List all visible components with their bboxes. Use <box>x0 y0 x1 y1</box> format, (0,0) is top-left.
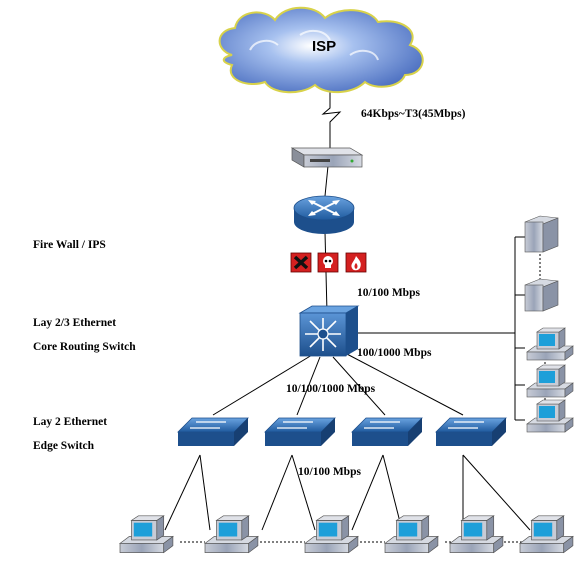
workstation-icon <box>526 364 574 398</box>
edge-switch-2 <box>264 417 336 446</box>
workstation-icon <box>118 515 174 554</box>
core-edge1 <box>212 354 313 416</box>
isp-label: ISP <box>312 38 337 55</box>
isp-cloud-icon <box>218 6 424 94</box>
edge-switch-3 <box>351 417 423 446</box>
server-icon <box>524 278 559 312</box>
workstation-group <box>118 327 574 554</box>
workstation-icon <box>518 515 574 554</box>
core-server-speed-label: 100/1000 Mbps <box>357 347 432 359</box>
core-label-line1: Lay 2/3 Ethernet <box>33 317 117 329</box>
router-core-link <box>324 231 328 314</box>
edge-label-line2: Edge Switch <box>33 440 95 452</box>
core-edge4 <box>344 352 464 416</box>
firewall-label: Fire Wall / IPS <box>33 239 106 251</box>
workstation-icon <box>526 399 574 433</box>
edge-switch-4 <box>435 417 507 446</box>
workstation-icon <box>203 515 259 554</box>
edge-host-speed-label: 10/100 Mbps <box>298 466 361 478</box>
edge-label-line1: Lay 2 Ethernet <box>33 416 108 428</box>
edge-switch-1 <box>177 417 249 446</box>
edge-switch-icon <box>351 417 423 446</box>
core-label-line2: Core Routing Switch <box>33 341 136 353</box>
workstation-icon <box>526 327 574 361</box>
fw-core-speed-label: 10/100 Mbps <box>357 287 420 299</box>
edge-switch-icon <box>435 417 507 446</box>
firewall-skull-icon <box>317 252 339 273</box>
router-icon <box>293 195 355 234</box>
core-edge-speed-label: 10/100/1000 Mbps <box>286 383 376 395</box>
edge-switch-icon <box>177 417 249 446</box>
workstation-icon <box>303 515 359 554</box>
core-edge3 <box>332 356 386 416</box>
firewall-block-icon <box>290 252 312 273</box>
wan-link <box>321 80 342 150</box>
modem-device-icon <box>290 147 364 168</box>
server-1 <box>524 215 559 253</box>
server-icon <box>524 215 559 253</box>
workstation-icon <box>448 515 504 554</box>
workstation-icon <box>383 515 439 554</box>
modem-router-link <box>324 165 329 197</box>
core-edge2 <box>296 356 321 416</box>
wan-speed-label: 64Kbps~T3(45Mbps) <box>361 108 466 120</box>
server-2 <box>524 278 559 312</box>
edge-switch-icon <box>264 417 336 446</box>
firewall-fire-icon <box>345 252 367 273</box>
core-switch-icon <box>298 305 360 357</box>
